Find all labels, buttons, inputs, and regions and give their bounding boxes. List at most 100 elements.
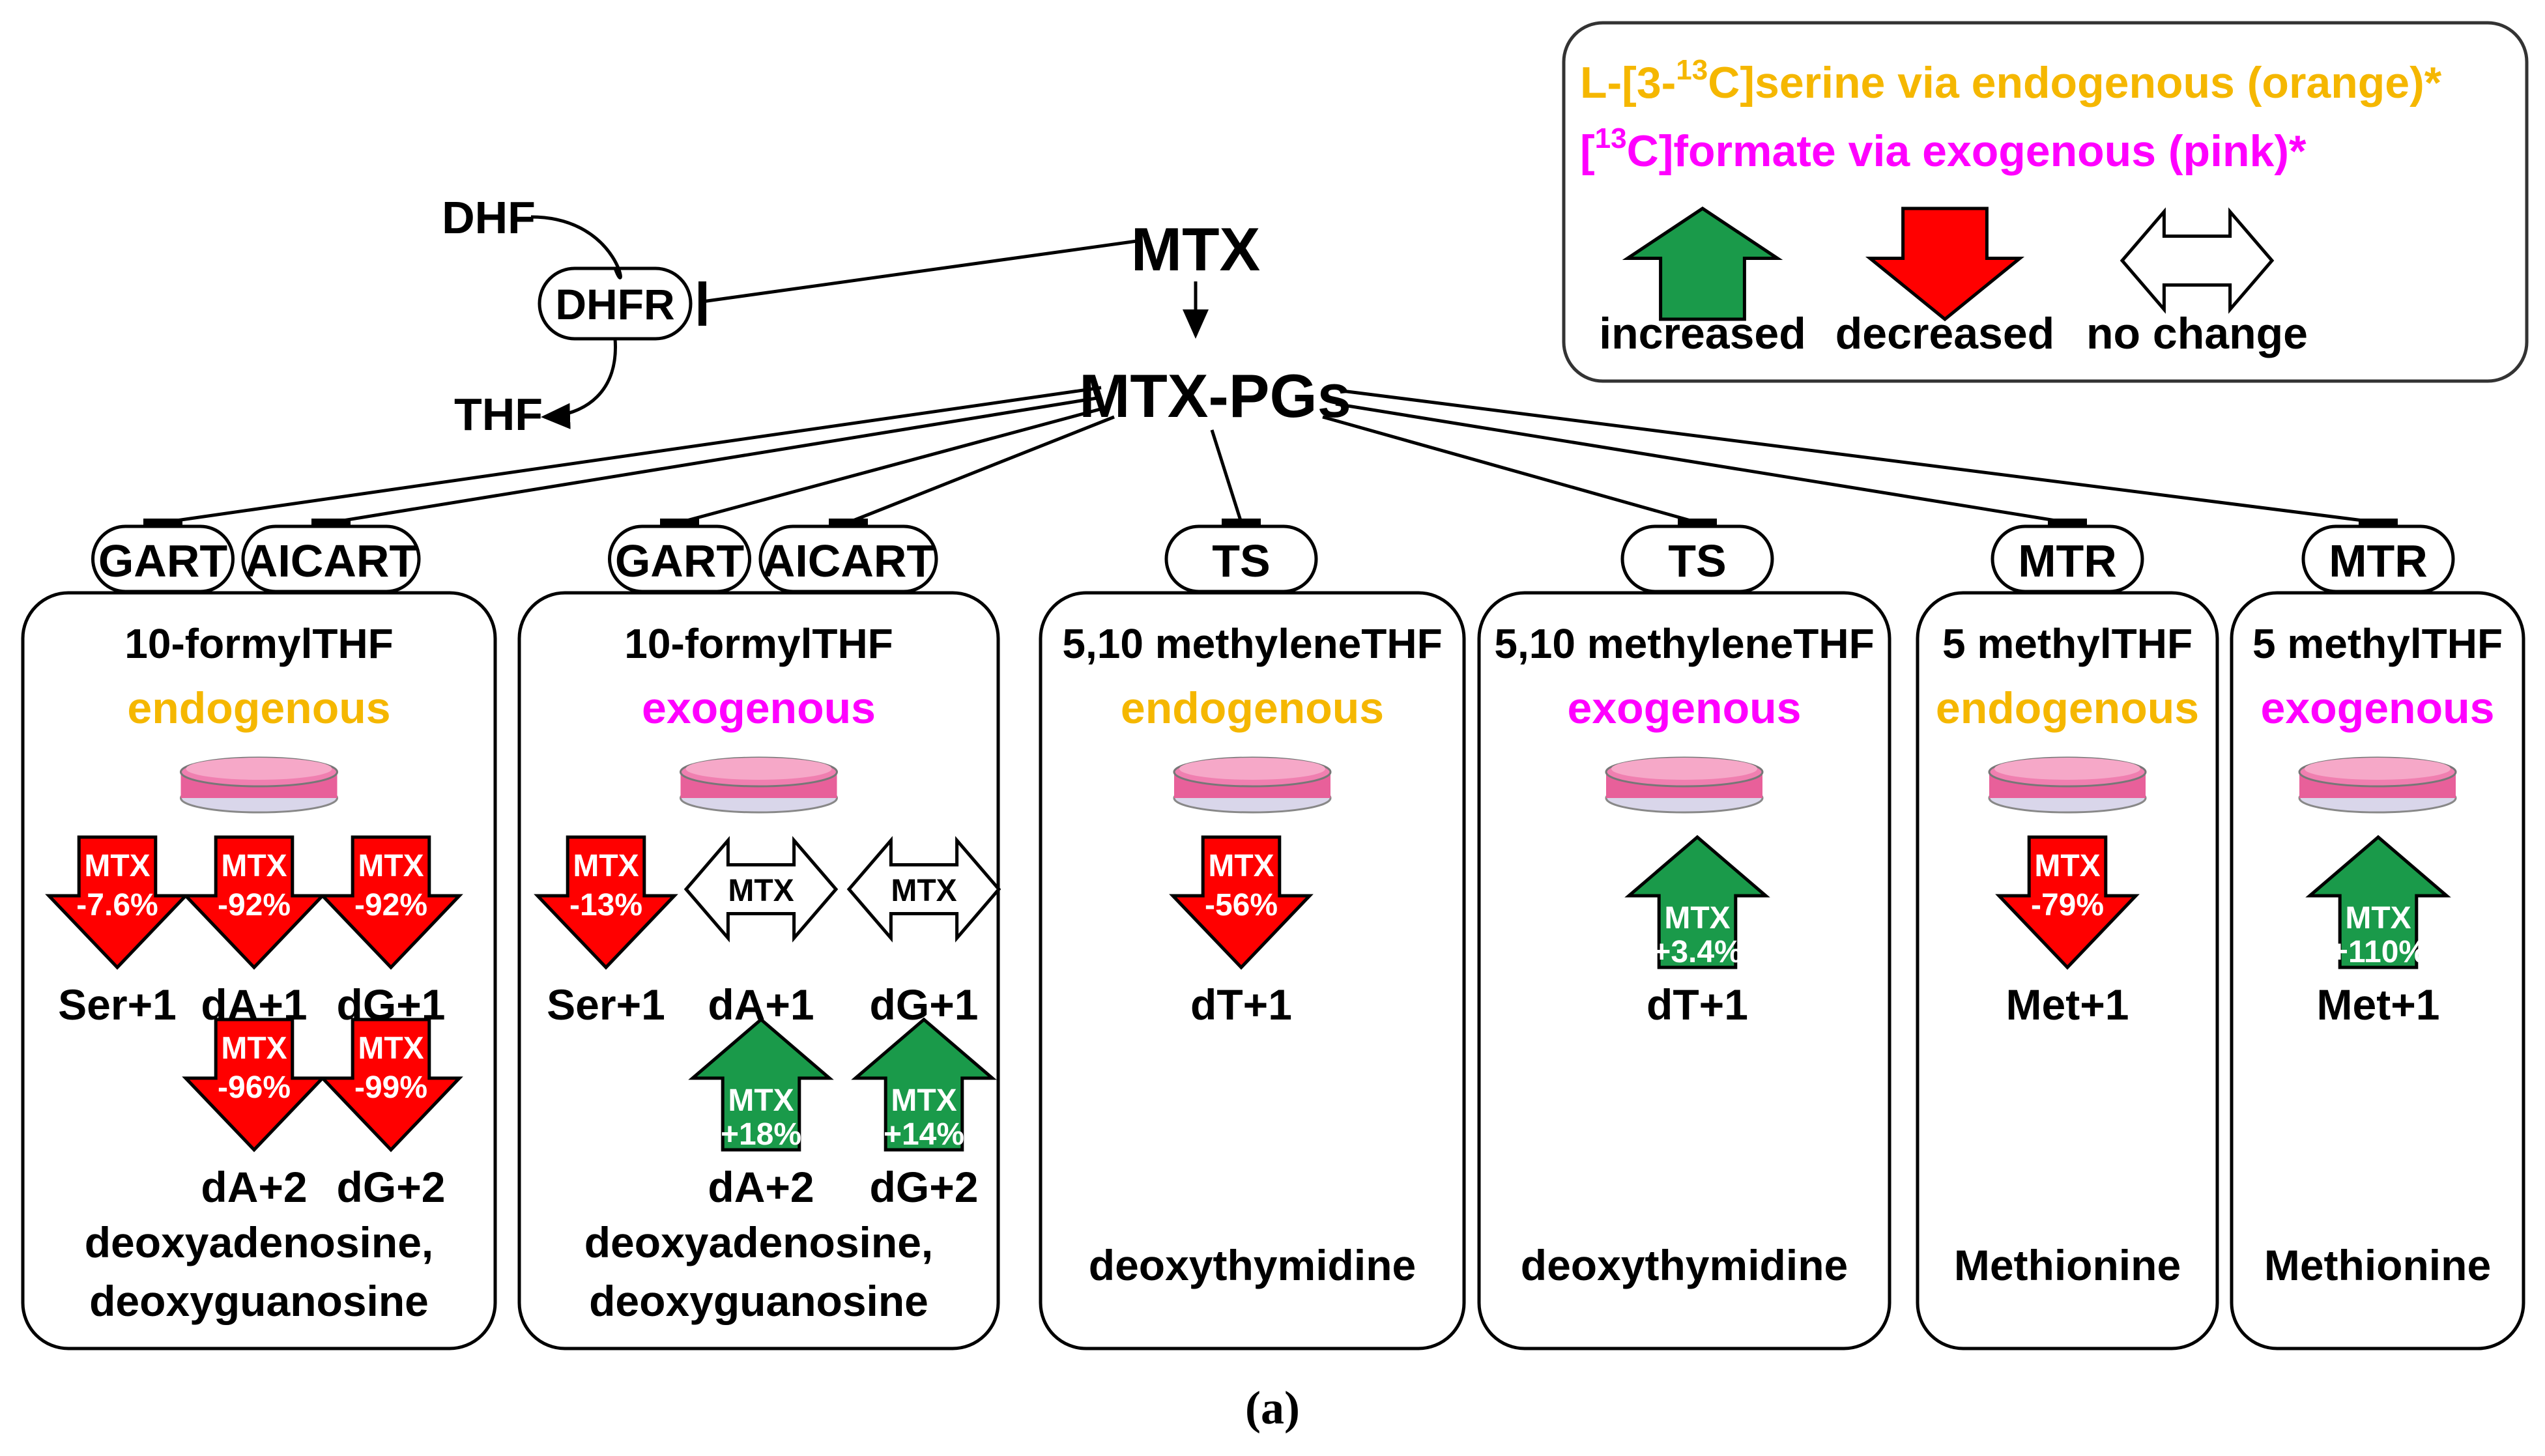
- petri-dish-icon: [180, 756, 338, 814]
- legend-no-change-label: no change: [2086, 309, 2308, 358]
- change-indicator: MTX+3.4%dT+1: [1624, 835, 1770, 1029]
- legend-increased-arrow: [1622, 206, 1783, 321]
- panel-3: TS5,10 methyleneTHFendogenousMTX-56%dT+1…: [1039, 524, 1466, 1350]
- figure-caption: (a): [1245, 1382, 1300, 1434]
- enzyme-aicart: AICART: [758, 524, 938, 593]
- inhibition-line: [848, 415, 1115, 524]
- inhibition-line: [162, 386, 1102, 524]
- inhibition-line: [1322, 415, 1698, 524]
- enzyme-ts: TS: [1164, 524, 1318, 593]
- enzyme-pill: [1991, 524, 2144, 593]
- metabolite-class: deoxythymidine: [1089, 1241, 1416, 1289]
- enzyme-label: MTR: [2018, 535, 2117, 586]
- source-label: endogenous: [1121, 683, 1384, 733]
- folate-label: 5,10 methyleneTHF: [1062, 620, 1442, 667]
- arrow-label: MTX: [728, 874, 794, 908]
- inhibition-line: [330, 395, 1102, 524]
- change-indicator: MTX-13%Ser+1: [534, 835, 678, 1029]
- arrow-label: MTX: [358, 849, 424, 883]
- decreased-arrow-icon: [319, 835, 463, 970]
- arrow-value: -79%: [2031, 888, 2104, 922]
- arrow-label: MTX: [221, 849, 287, 883]
- folate-label: 10-formylTHF: [624, 620, 893, 667]
- enzyme-pill: [1620, 524, 1774, 593]
- source-label: exogenous: [642, 683, 876, 733]
- arrow-value: +110%: [2330, 935, 2426, 969]
- decreased-arrow-icon: [45, 835, 190, 970]
- enzyme-ts: TS: [1620, 524, 1774, 593]
- folate-label: 5 methylTHF: [1942, 620, 2193, 667]
- source-label: exogenous: [1568, 683, 1802, 733]
- mtxpgs-inhibition-lines: [143, 386, 2398, 526]
- petri-dish-icon: [1988, 756, 2147, 814]
- mtx-dhfr-inhibition-line: [702, 239, 1138, 304]
- change-indicator: MTX-96%dA+2: [182, 1018, 326, 1211]
- metabolite-label: Met+1: [2006, 980, 2129, 1029]
- panel-box: [21, 591, 497, 1350]
- change-indicator: MTX+14%dG+2: [851, 1017, 997, 1211]
- arrow-value: +18%: [721, 1117, 801, 1152]
- arrow-value: -7.6%: [76, 888, 158, 922]
- metabolite-label: dG+2: [337, 1163, 446, 1211]
- dhfr-label: DHFR: [555, 280, 674, 328]
- arrow-value: -13%: [569, 888, 642, 922]
- arrow-label: MTX: [728, 1083, 794, 1118]
- folate-label: 5 methylTHF: [2252, 620, 2503, 667]
- enzyme-label: GART: [615, 535, 744, 586]
- enzyme-label: AICART: [245, 535, 417, 586]
- metabolite-class: deoxythymidine: [1521, 1241, 1848, 1289]
- enzyme-gart: GART: [608, 524, 751, 593]
- enzyme-gart: GART: [91, 524, 235, 593]
- metabolite-label: dA+2: [708, 1163, 814, 1211]
- source-label: endogenous: [127, 683, 390, 733]
- enzyme-pill: [758, 524, 938, 593]
- enzyme-pill: [91, 524, 235, 593]
- petri-dish-icon: [2298, 756, 2457, 814]
- legend-no-change-arrow: [2120, 207, 2275, 314]
- legend-decreased-arrow: [1865, 207, 2025, 322]
- arrow-value: -92%: [354, 888, 427, 922]
- arrow-label: MTX: [2034, 849, 2100, 883]
- decreased-arrow-icon: [1169, 835, 1314, 970]
- decreased-arrow-icon: [319, 1018, 463, 1152]
- mtx-label: MTX: [1131, 215, 1260, 283]
- folate-label: 10-formylTHF: [124, 620, 394, 667]
- metabolite-class: Methionine: [1954, 1241, 2181, 1289]
- metabolite-label: dT+1: [1646, 980, 1748, 1029]
- panel-4: TS 5,10 methyleneTHF exogenousMTX+3.4%dT+1…: [1477, 524, 1891, 1350]
- increased-arrow-icon: [688, 1017, 834, 1152]
- arrow-label: MTX: [1664, 901, 1730, 935]
- increased-arrow-icon: [1624, 835, 1770, 969]
- dhfr-enzyme: DHFR: [538, 266, 693, 341]
- arrow-value: -99%: [354, 1070, 427, 1105]
- dhf-thf-curve-lower: [541, 338, 617, 429]
- arrow-label: MTX: [221, 1031, 287, 1066]
- source-label: exogenous: [2261, 683, 2495, 733]
- metabolite-label: dT+1: [1190, 980, 1292, 1029]
- inhibition-line: [1210, 429, 1243, 523]
- enzyme-mtr: MTR: [2301, 524, 2455, 593]
- enzyme-pill: [241, 524, 421, 593]
- arrow-value: -96%: [218, 1070, 291, 1105]
- metabolite-label: Ser+1: [547, 980, 665, 1029]
- enzyme-label: TS: [1668, 535, 1726, 586]
- enzyme-pill: [1164, 524, 1318, 593]
- folate-label: 5,10 methyleneTHF: [1494, 620, 1874, 667]
- enzyme-label: MTR: [2329, 535, 2428, 586]
- legend-increased-label: increased: [1599, 309, 1806, 358]
- metabolite-class-line-1: deoxyadenosine,: [85, 1218, 434, 1266]
- inhibition-line: [679, 405, 1108, 524]
- legend: L-[3-13C]serine via endogenous (orange)*…: [1562, 21, 2529, 383]
- no-change-arrow-icon: [846, 836, 1001, 943]
- enzyme-label: TS: [1212, 535, 1270, 586]
- legend-decreased-label: decreased: [1835, 309, 2054, 358]
- enzyme-aicart: AICART: [241, 524, 421, 593]
- petri-dish-icon: [680, 756, 838, 814]
- enzyme-pill: [608, 524, 751, 593]
- decreased-arrow-icon: [1995, 835, 2140, 970]
